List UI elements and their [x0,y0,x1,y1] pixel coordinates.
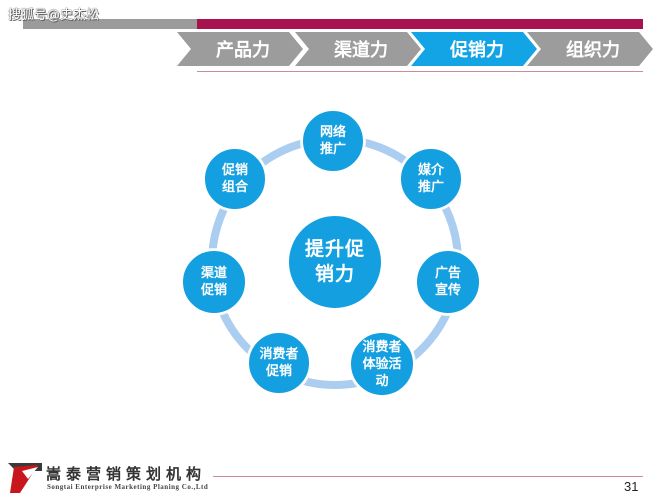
node-consumer-experience-activity: 消费者 体验活 动 [349,331,415,397]
tab-promotion-power[interactable]: 促销力 [411,32,537,66]
header-magenta-bar [197,19,643,29]
node-channel-promotion: 渠道 促销 [181,249,247,315]
tab-organization-power[interactable]: 组织力 [527,32,653,66]
tab-label: 产品力 [216,40,270,61]
section-nav: 产品力 渠道力 促销力 组织力 [177,32,653,66]
node-promotion-mix: 促销 组合 [203,147,267,211]
header-divider-line [197,71,643,72]
page-number: 31 [624,479,639,494]
header-gray-bar [23,19,197,29]
company-name-en: Songtai Enterprise Marketing Planing Co.… [47,483,209,491]
node-online-promotion: 网络 推广 [301,109,365,173]
center-node-boost-promotion: 提升促 销力 [287,214,383,310]
tab-channel-power[interactable]: 渠道力 [295,32,421,66]
company-logo-icon [8,461,42,493]
tab-label: 促销力 [450,40,504,61]
node-advertising: 广告 宣传 [415,249,481,315]
node-consumer-promotion: 消费者 促销 [247,331,311,395]
tab-label: 组织力 [566,40,620,61]
watermark: 搜狐号@史杰松 [8,8,100,23]
company-name-cn: 嵩泰营销策划机构 [46,465,207,483]
tab-label: 渠道力 [334,40,388,61]
footer-divider-line [213,476,643,477]
tab-product-power[interactable]: 产品力 [177,32,303,66]
node-media-promotion: 媒介 推广 [399,147,463,211]
